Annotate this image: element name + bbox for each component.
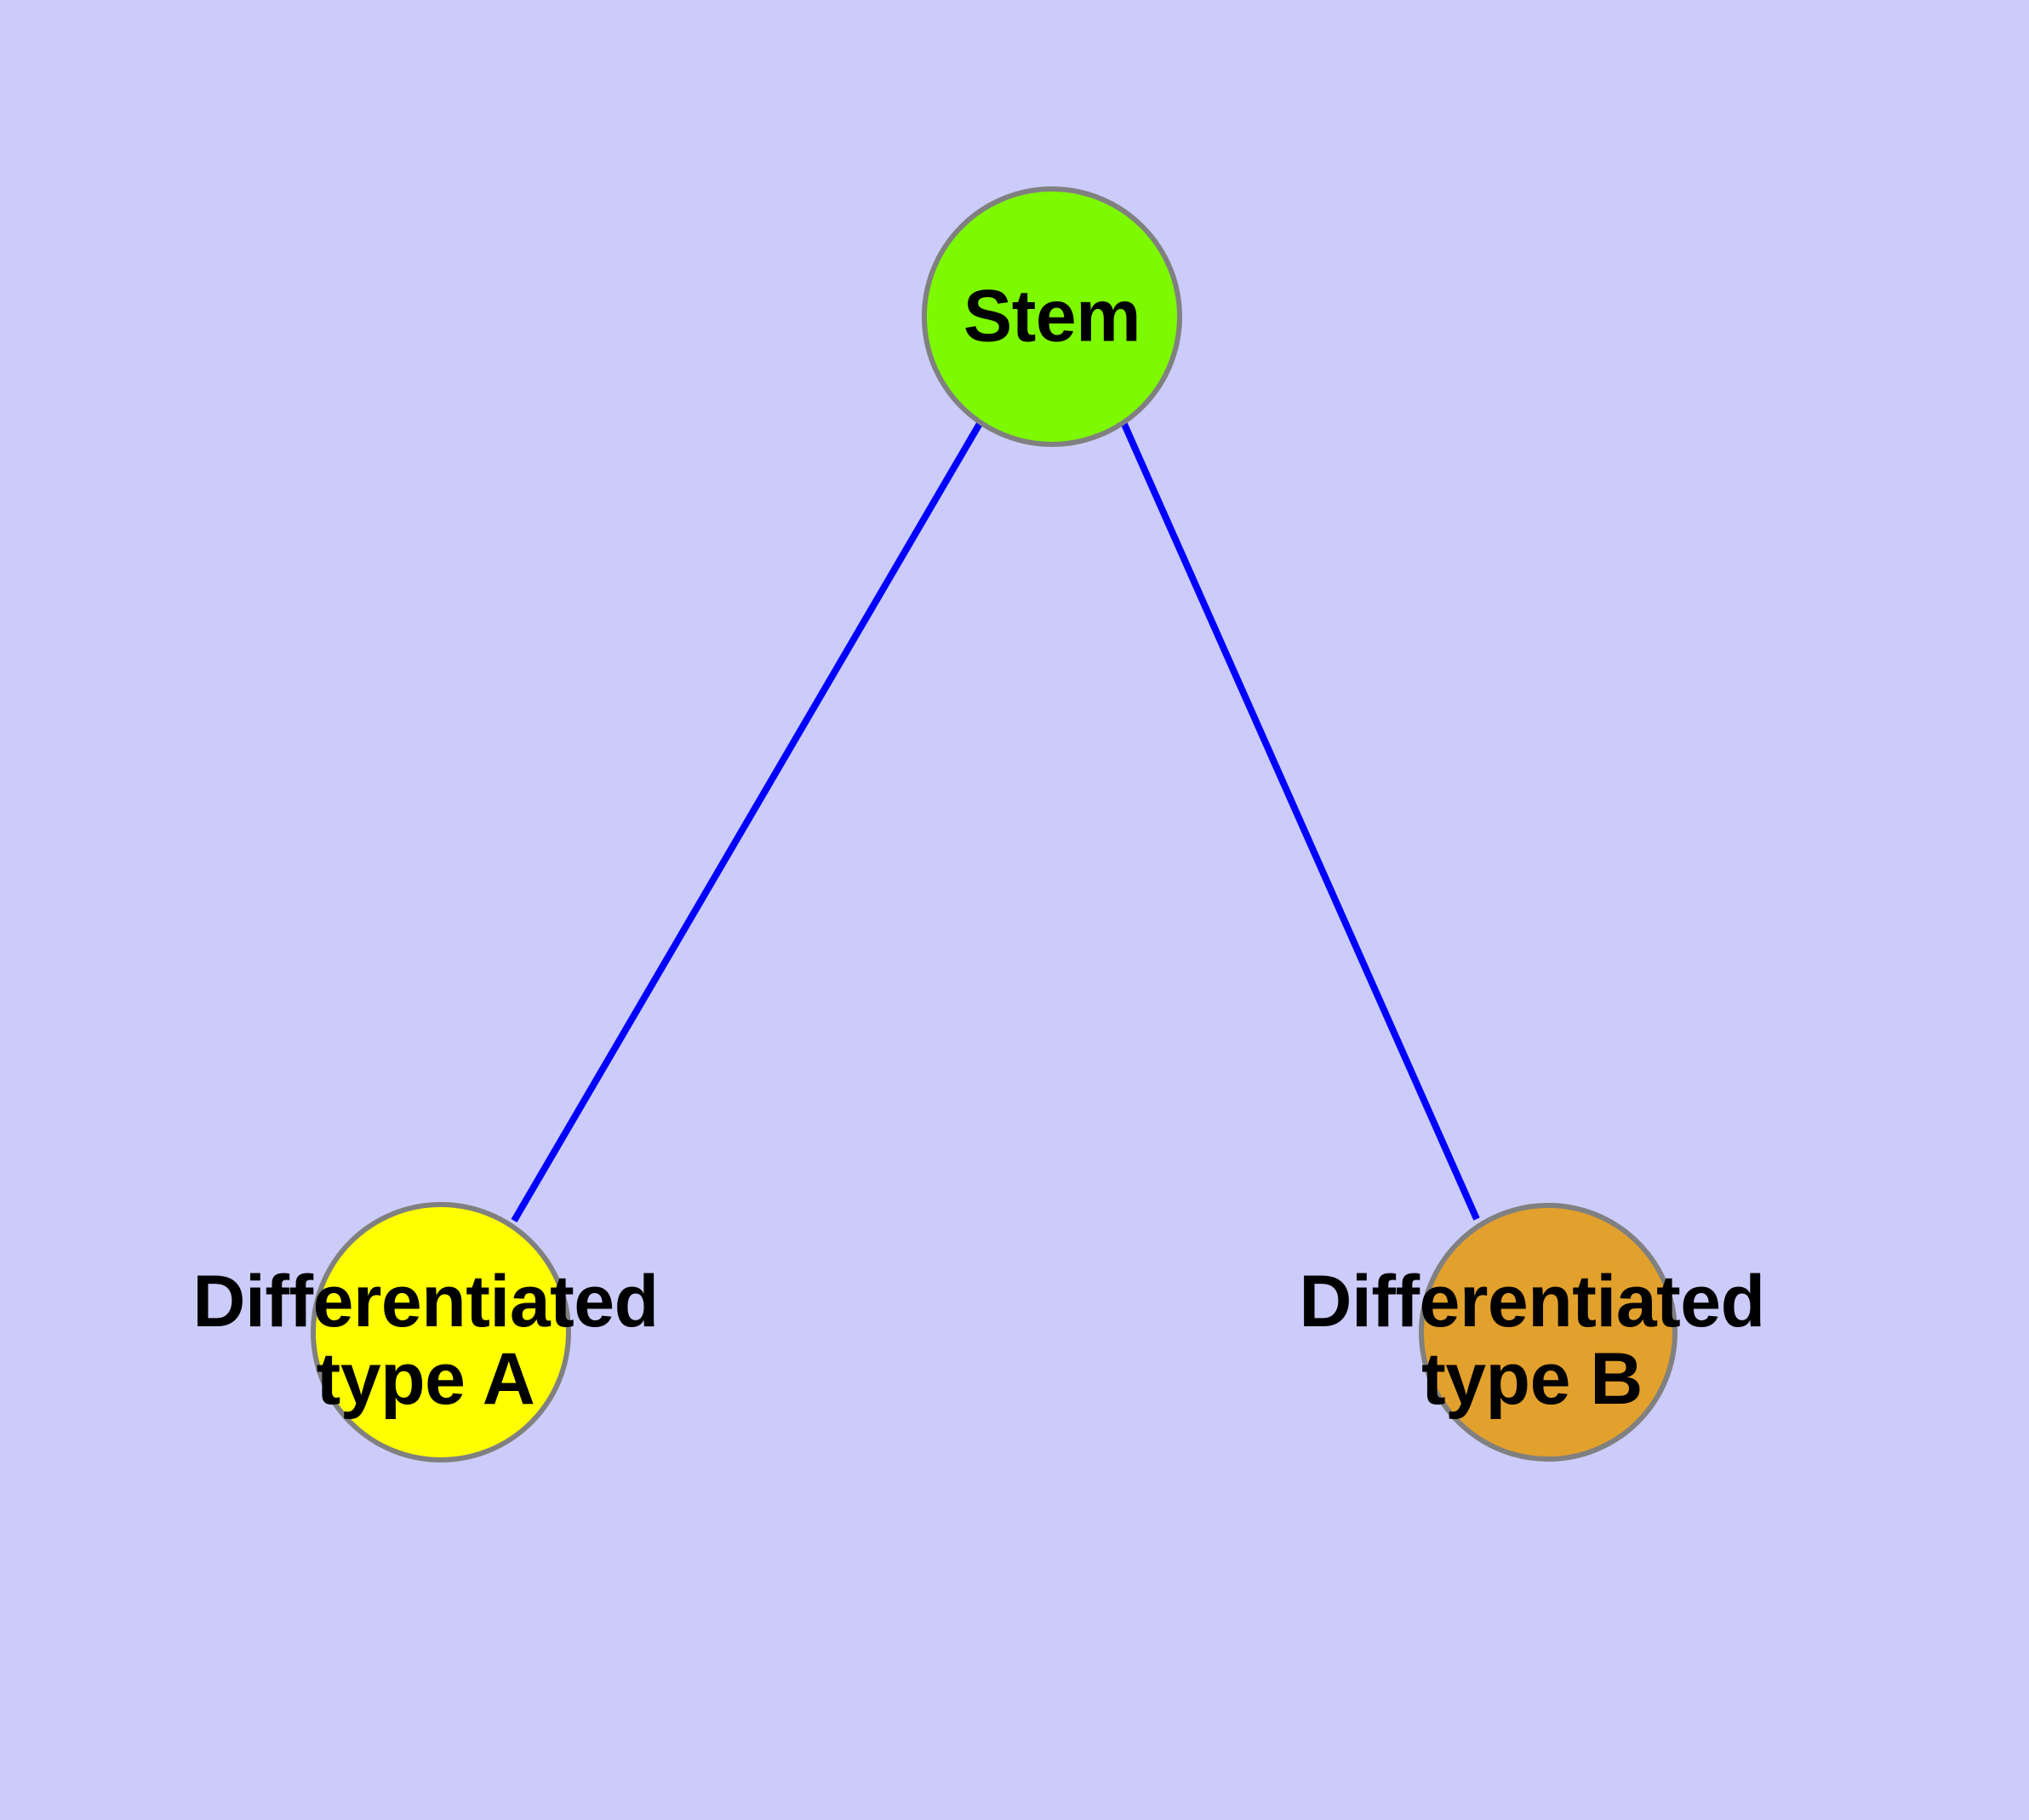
node-differentiated-type-b[interactable] [1419,1203,1677,1462]
edge-stem-to-diff-b[interactable] [1120,421,1480,1221]
node-layer [311,186,1677,1462]
node-differentiated-type-a[interactable] [311,1202,571,1462]
node-stem[interactable] [922,186,1182,447]
edge-stem-to-diff-a[interactable] [511,420,984,1223]
edge-layer [511,420,1480,1223]
